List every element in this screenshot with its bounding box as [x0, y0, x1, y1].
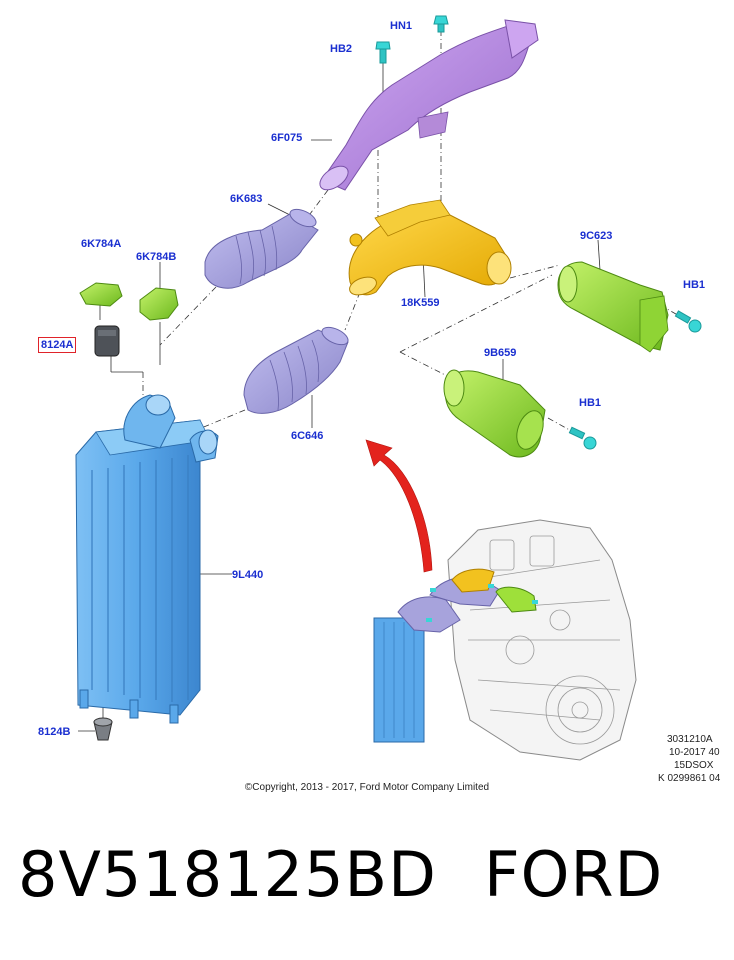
locator-arrow	[365, 439, 433, 573]
label-hn1[interactable]: HN1	[390, 20, 413, 32]
drawing-engine-code: 15DSOX	[674, 760, 714, 771]
engine-inset-illustration	[373, 519, 637, 761]
bolt-hb1-bottom[interactable]	[568, 426, 597, 450]
bolt-hb2[interactable]	[375, 41, 391, 64]
label-9b659[interactable]: 9B659	[484, 347, 517, 359]
part-6k683-hose[interactable]	[204, 206, 319, 289]
label-9c623[interactable]: 9C623	[580, 230, 613, 242]
label-hb1-top[interactable]: HB1	[683, 279, 706, 291]
label-6f075[interactable]: 6F075	[271, 132, 303, 144]
label-6k784b[interactable]: 6K784B	[136, 251, 177, 263]
label-9l440[interactable]: 9L440	[232, 569, 264, 581]
brand-name: FORD	[484, 838, 664, 911]
drawing-reference: K 0299861 04	[658, 773, 721, 784]
label-hb1-bottom[interactable]: HB1	[579, 397, 602, 409]
bolt-hn1[interactable]	[433, 15, 449, 33]
part-6f075-duct[interactable]	[316, 19, 539, 195]
part-8124a-sensor[interactable]	[94, 325, 120, 357]
label-18k559[interactable]: 18K559	[401, 297, 440, 309]
drawing-date: 10-2017 40	[669, 747, 720, 758]
label-hb2[interactable]: HB2	[330, 43, 353, 55]
part-9l440-intercooler[interactable]	[75, 394, 219, 724]
part-number: 8V518125BD	[18, 838, 437, 911]
drawing-id: 3031210A	[667, 734, 713, 745]
label-6k784a[interactable]: 6K784A	[81, 238, 122, 250]
bolt-hb1-top[interactable]	[674, 310, 702, 333]
exploded-parts-diagram	[75, 15, 702, 761]
part-18k559-elbow[interactable]	[347, 199, 512, 298]
part-9b659-resonator[interactable]	[443, 369, 548, 458]
part-6c646-hose[interactable]	[243, 324, 351, 414]
label-6k683[interactable]: 6K683	[230, 193, 263, 205]
copyright-notice: ©Copyright, 2013 - 2017, Ford Motor Comp…	[244, 782, 490, 793]
label-6c646[interactable]: 6C646	[291, 430, 324, 442]
part-8124b-grommet[interactable]	[93, 717, 113, 741]
part-6k784b-bracket[interactable]	[139, 287, 179, 321]
label-8124a[interactable]: 8124A	[38, 337, 77, 353]
part-6k784a-bracket[interactable]	[79, 282, 123, 307]
part-9c623-pipe[interactable]	[557, 261, 669, 353]
label-8124b[interactable]: 8124B	[38, 726, 71, 738]
